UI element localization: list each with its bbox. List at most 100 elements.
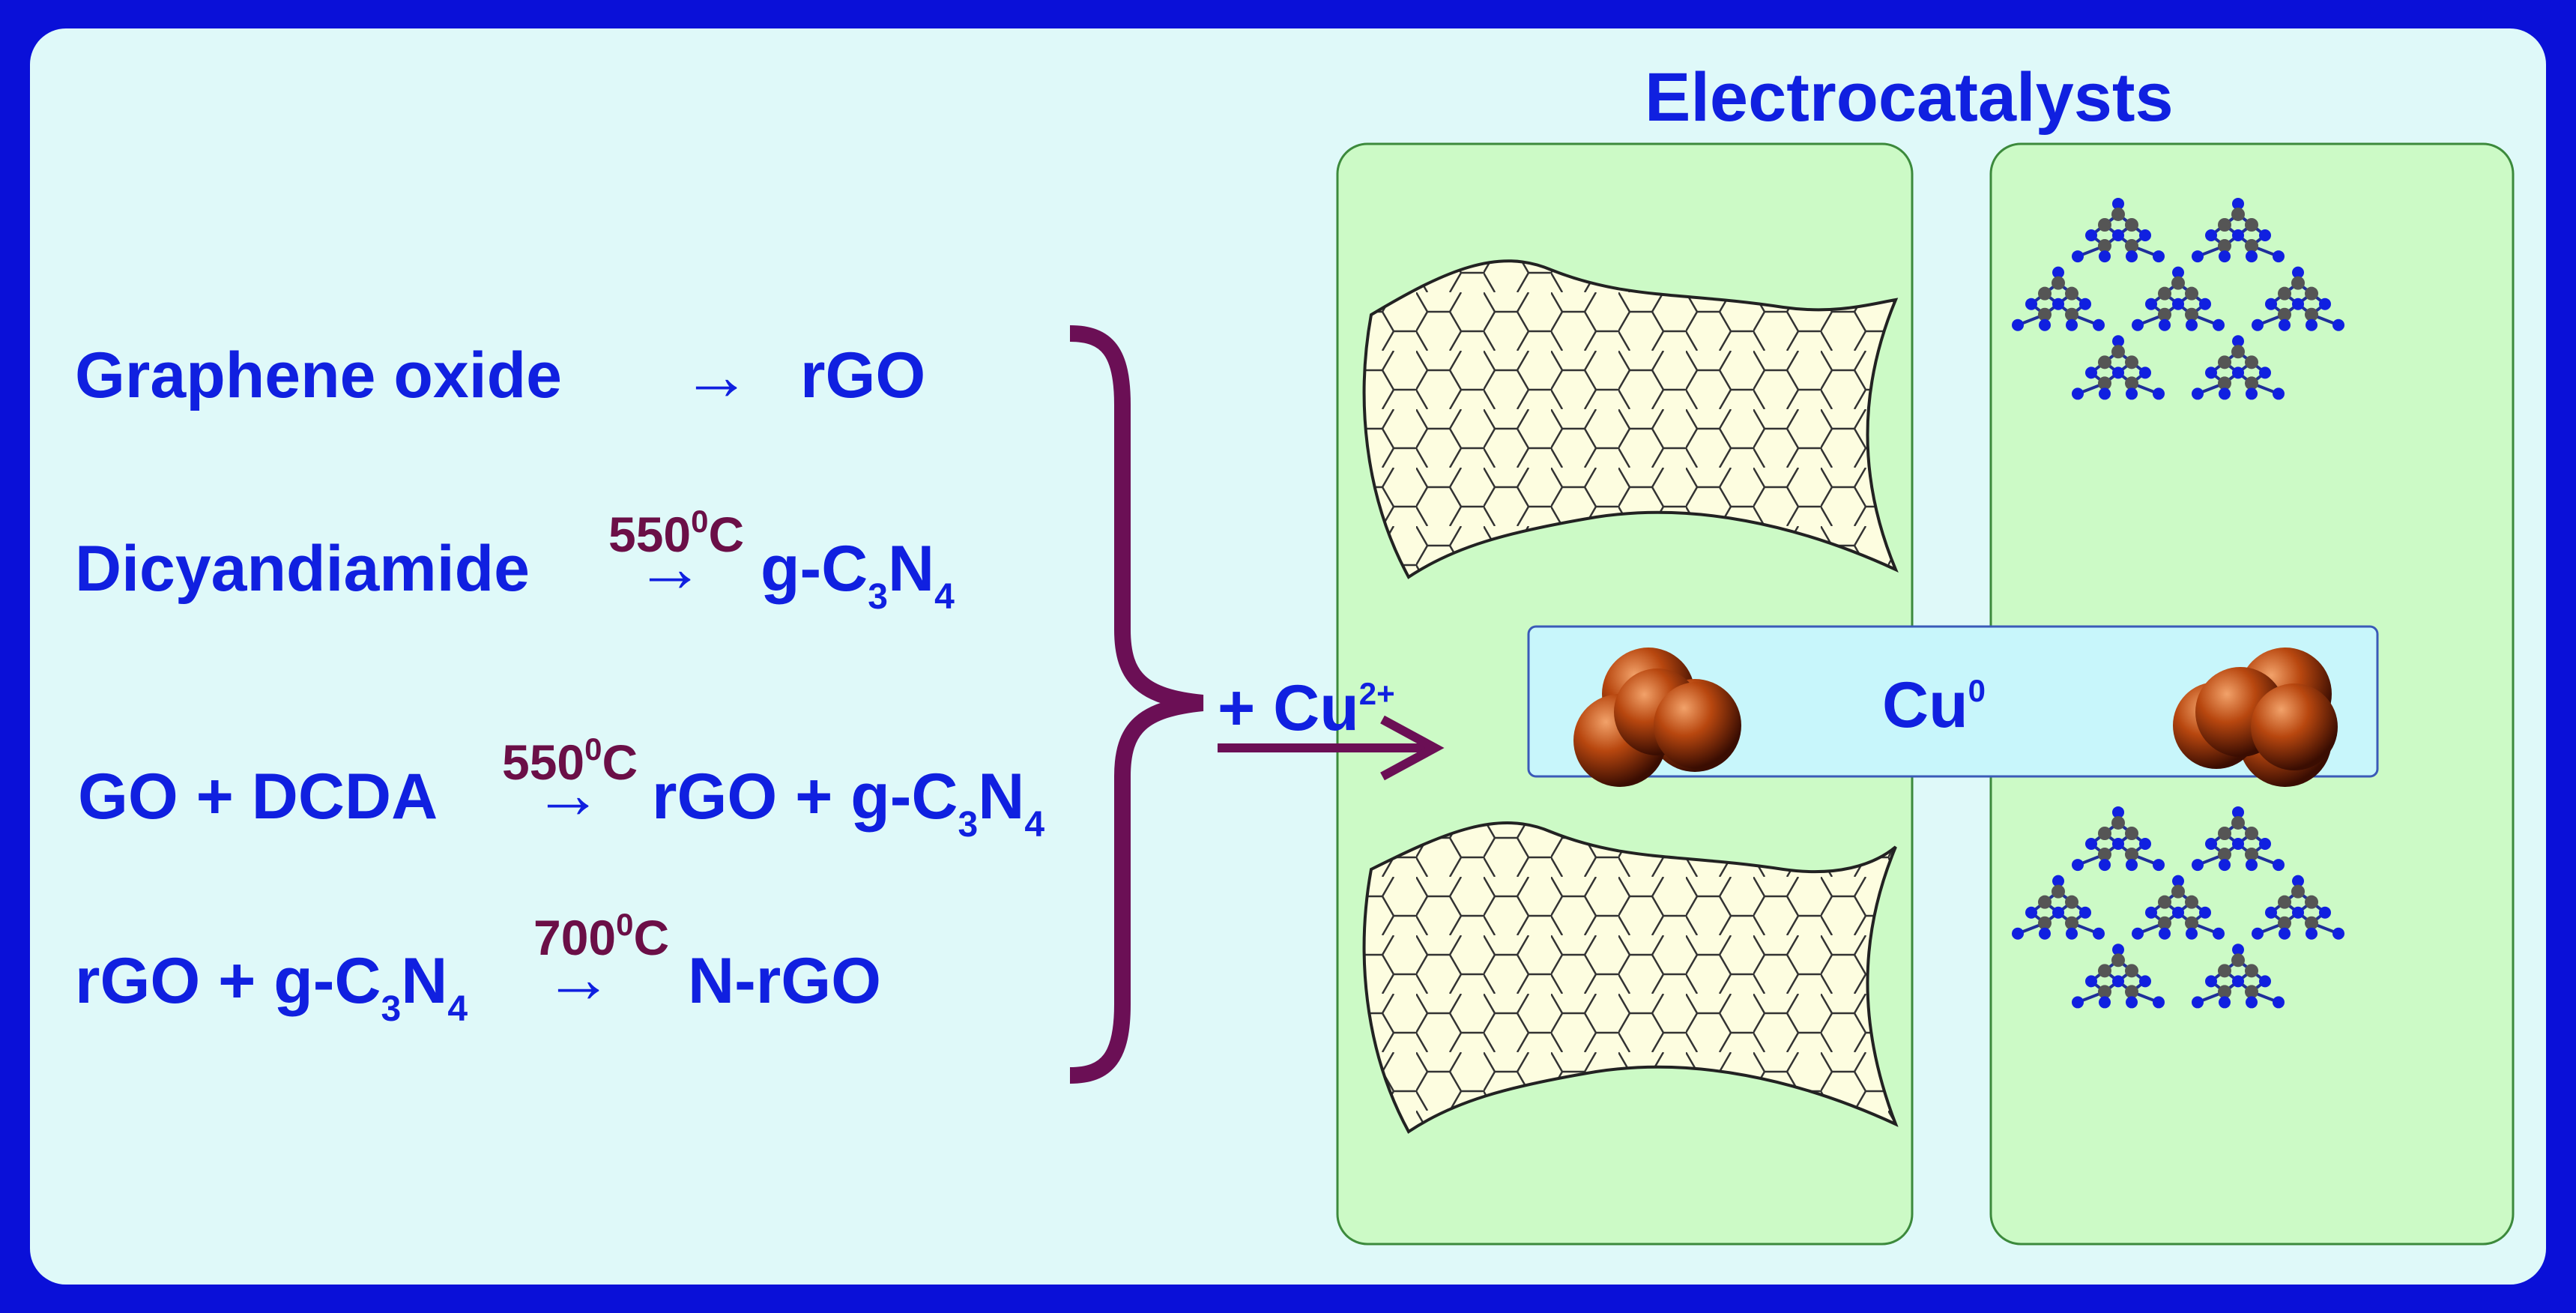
carbon-atom — [2098, 827, 2111, 840]
nitrogen-atom — [2292, 266, 2304, 279]
nitrogen-atom — [2112, 335, 2124, 348]
carbon-atom — [2098, 355, 2111, 369]
equation-1-arrow: → — [682, 338, 751, 414]
equation-3-reactant: GO + DCDA — [78, 761, 438, 833]
g-c3n4-network-icon — [2012, 806, 2344, 1009]
nitrogen-atom — [2072, 996, 2084, 1009]
nitrogen-atom — [2306, 319, 2318, 331]
nitrogen-atom — [2072, 387, 2084, 400]
carbon-atom — [2245, 848, 2258, 862]
carbon-atom — [2125, 376, 2138, 390]
nitrogen-atom — [2192, 996, 2204, 1009]
nitrogen-atom — [2052, 906, 2064, 919]
carbon-atom — [2245, 218, 2258, 232]
carbon-atom — [2231, 207, 2245, 221]
carbon-atom — [2245, 985, 2258, 999]
nitrogen-atom — [2145, 298, 2157, 310]
nitrogen-atom — [2319, 906, 2331, 919]
nitrogen-atom — [2085, 975, 2097, 988]
g-c3n4-network-icon — [2012, 197, 2344, 400]
nitrogen-atom — [2319, 298, 2331, 310]
nitrogen-atom — [2139, 838, 2151, 851]
nitrogen-atom — [2332, 319, 2344, 331]
nitrogen-atom — [2093, 927, 2105, 940]
carbon-atom — [2065, 286, 2078, 301]
nitrogen-atom — [2259, 975, 2271, 988]
carbon-atom — [2245, 964, 2258, 978]
nitrogen-atom — [2132, 319, 2144, 331]
carbon-atom — [2125, 964, 2138, 978]
nitrogen-atom — [2172, 298, 2184, 310]
carbon-atom — [2278, 307, 2291, 322]
carbon-atom — [2111, 345, 2125, 359]
carbon-atom — [2125, 985, 2138, 999]
carbon-atom — [2038, 916, 2052, 930]
nitrogen-atom — [2112, 366, 2124, 379]
carbon-atom — [2218, 218, 2231, 232]
nitrogen-atom — [2139, 366, 2151, 379]
nitrogen-atom — [2273, 250, 2285, 263]
nitrogen-atom — [2259, 366, 2271, 379]
nitrogen-atom — [2099, 250, 2111, 263]
nitrogen-atom — [2126, 250, 2138, 263]
nitrogen-atom — [2099, 996, 2111, 1009]
nitrogen-atom — [2079, 298, 2091, 310]
carbon-atom — [2171, 276, 2185, 290]
nitrogen-atom — [2072, 250, 2084, 263]
nitrogen-atom — [2273, 859, 2285, 872]
equation-2-reactant: Dicyandiamide — [75, 533, 530, 605]
nitrogen-atom — [2085, 229, 2097, 242]
equation-4-reactant: rGO + g-C3N4 — [75, 945, 468, 1029]
equation-4-condition: 7000C — [533, 907, 670, 965]
nitrogen-atom — [2172, 875, 2184, 887]
carbon-atom — [2278, 916, 2291, 930]
copper-cluster-icon — [1573, 648, 1741, 787]
carbon-atom — [2291, 276, 2305, 290]
carbon-atom — [2158, 916, 2171, 930]
nitrogen-atom — [2052, 266, 2064, 279]
nitrogen-atom — [2306, 927, 2318, 940]
nitrogen-atom — [2093, 319, 2105, 331]
nitrogen-atom — [2192, 387, 2204, 400]
carbon-atom — [2218, 964, 2231, 978]
carbon-atom — [2231, 953, 2245, 968]
equation-2-product: g-C3N4 — [761, 533, 955, 617]
nitrogen-atom — [2153, 250, 2165, 263]
nitrogen-atom — [2292, 906, 2304, 919]
nitrogen-atom — [2172, 266, 2184, 279]
nitrogen-atom — [2279, 927, 2291, 940]
carbon-atom — [2291, 884, 2305, 899]
nitrogen-atom — [2273, 387, 2285, 400]
nitrogen-atom — [2232, 806, 2244, 818]
carbon-atom — [2125, 848, 2138, 862]
nitrogen-atom — [2139, 975, 2151, 988]
carbon-atom — [2231, 815, 2245, 830]
nitrogen-atom — [2332, 927, 2344, 940]
curly-brace — [1069, 325, 1204, 1084]
nitrogen-atom — [2232, 366, 2244, 379]
nitrogen-atom — [2192, 859, 2204, 872]
carbon-atom — [2185, 916, 2198, 930]
carbon-atom — [2098, 239, 2111, 253]
nitrogen-atom — [2012, 927, 2024, 940]
equation-4-product: N-rGO — [688, 945, 881, 1017]
carbon-atom — [2245, 239, 2258, 253]
nitrogen-atom — [2246, 996, 2258, 1009]
carbon-atom — [2038, 286, 2052, 301]
nitrogen-atom — [2246, 859, 2258, 872]
carbon-atom — [2218, 985, 2231, 999]
nitrogen-atom — [2199, 298, 2211, 310]
nitrogen-atom — [2279, 319, 2291, 331]
carbon-atom — [2305, 286, 2318, 301]
carbon-atom — [2052, 884, 2065, 899]
nitrogen-atom — [2205, 366, 2217, 379]
carbon-atom — [2185, 895, 2198, 909]
nitrogen-atom — [2153, 387, 2165, 400]
carbon-atom — [2245, 355, 2258, 369]
nitrogen-atom — [2252, 319, 2264, 331]
nitrogen-atom — [2112, 975, 2124, 988]
nitrogen-atom — [2085, 838, 2097, 851]
carbon-atom — [2125, 239, 2138, 253]
